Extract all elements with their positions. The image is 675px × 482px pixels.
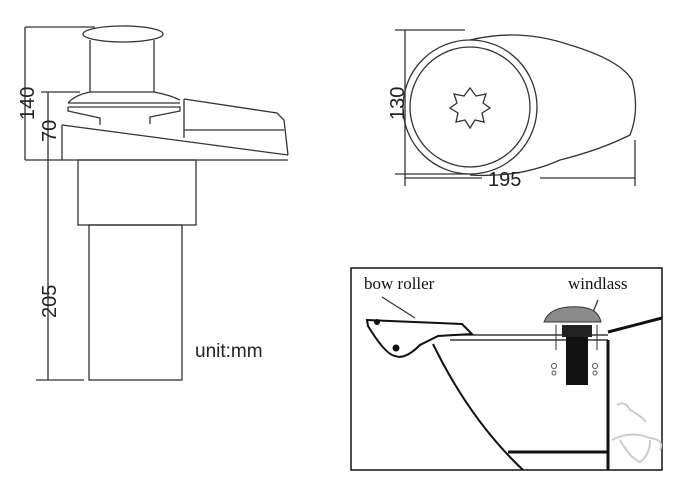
motor-cylinder bbox=[88, 224, 183, 381]
windlass-photo bbox=[543, 306, 602, 385]
dimension-140: 140 bbox=[17, 87, 39, 120]
gypsy-cap bbox=[82, 25, 164, 43]
side-dimension-lines bbox=[24, 26, 95, 381]
dimension-70: 70 bbox=[39, 120, 61, 142]
chain-wheel bbox=[67, 91, 181, 125]
bow-roller-shape bbox=[365, 318, 475, 358]
star-shaft-socket bbox=[448, 86, 492, 130]
side-view-drawing bbox=[61, 25, 289, 381]
top-view-drawing bbox=[402, 34, 637, 177]
bow-roller-label: bow roller bbox=[364, 274, 435, 293]
windlass-label: windlass bbox=[568, 274, 628, 293]
dimension-205: 205 bbox=[39, 285, 61, 318]
motor-housing bbox=[183, 98, 289, 156]
capstan-drum bbox=[89, 40, 155, 92]
watermark-logo bbox=[611, 402, 663, 464]
gearbox bbox=[77, 159, 197, 226]
unit-label: unit:mm bbox=[195, 341, 263, 362]
top-dimension-lines bbox=[395, 29, 636, 186]
dimension-130: 130 bbox=[387, 87, 409, 120]
installation-inset bbox=[350, 267, 663, 471]
dimension-195: 195 bbox=[488, 169, 521, 191]
